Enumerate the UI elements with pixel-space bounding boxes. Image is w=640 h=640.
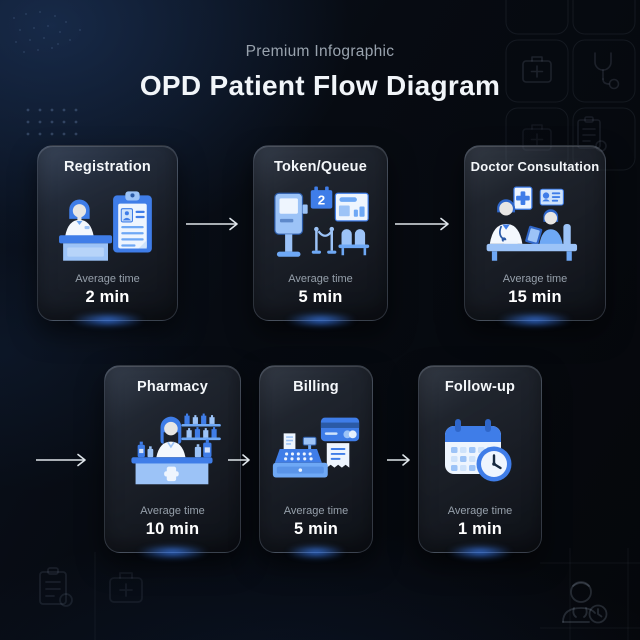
average-time-value: 10 min bbox=[145, 520, 200, 538]
flow-arrow bbox=[186, 217, 238, 231]
flow-arrow bbox=[228, 454, 250, 466]
infographic-subtitle: Premium Infographic bbox=[245, 43, 395, 60]
card-registration: Registration bbox=[37, 145, 178, 329]
ticket-kiosk-icon: 2 bbox=[261, 175, 380, 273]
average-time-value: 1 min bbox=[457, 520, 503, 538]
card-follow-up: Follow-up bbox=[418, 365, 542, 561]
dot-grid bbox=[26, 108, 78, 136]
doctor-clock-icon bbox=[562, 581, 608, 624]
card-title: Billing bbox=[293, 379, 339, 395]
average-time-label: Average time bbox=[502, 273, 568, 285]
card-bottom-glow bbox=[487, 311, 583, 329]
average-time-value: 5 min bbox=[293, 520, 339, 538]
card-title: Doctor Consultation bbox=[470, 159, 600, 174]
flow-arrow bbox=[395, 217, 449, 231]
card-title: Follow-up bbox=[444, 379, 516, 395]
card-bottom-glow bbox=[277, 543, 355, 561]
clipboard-check-icon bbox=[39, 567, 73, 607]
svg-text:2: 2 bbox=[317, 192, 324, 207]
card-bottom-glow bbox=[60, 311, 155, 329]
card-bottom-glow bbox=[126, 543, 219, 561]
card-billing: Billing bbox=[259, 365, 373, 561]
card-doctor-consultation: Doctor Consultation bbox=[464, 145, 606, 329]
flow-arrow bbox=[387, 454, 410, 466]
average-time-label: Average time bbox=[447, 505, 513, 517]
bottom-grid-lines bbox=[94, 548, 640, 640]
medical-bag-icon bbox=[109, 572, 143, 603]
card-title: Token/Queue bbox=[274, 159, 367, 175]
card-title: Pharmacy bbox=[137, 379, 208, 395]
average-time-value: 2 min bbox=[85, 288, 130, 306]
card-token-queue: Token/Queue 2 bbox=[253, 145, 388, 329]
card-pharmacy: Pharmacy bbox=[104, 365, 241, 561]
cash-register-icon bbox=[267, 395, 365, 505]
card-bottom-glow bbox=[438, 543, 522, 561]
receptionist-desk-icon bbox=[45, 175, 170, 273]
flow-arrow bbox=[36, 453, 86, 467]
average-time-value: 5 min bbox=[298, 288, 343, 306]
calendar-clock-icon bbox=[426, 395, 534, 505]
average-time-value: 15 min bbox=[508, 288, 562, 306]
average-time-label: Average time bbox=[283, 505, 349, 517]
average-time-label: Average time bbox=[288, 273, 353, 285]
pharmacy-counter-icon bbox=[112, 395, 233, 505]
card-bottom-glow bbox=[275, 311, 366, 329]
page-title: OPD Patient Flow Diagram bbox=[139, 70, 501, 101]
average-time-label: Average time bbox=[75, 273, 140, 285]
card-title: Registration bbox=[64, 159, 151, 175]
doctor-patient-icon bbox=[472, 174, 598, 273]
average-time-label: Average time bbox=[140, 505, 205, 517]
